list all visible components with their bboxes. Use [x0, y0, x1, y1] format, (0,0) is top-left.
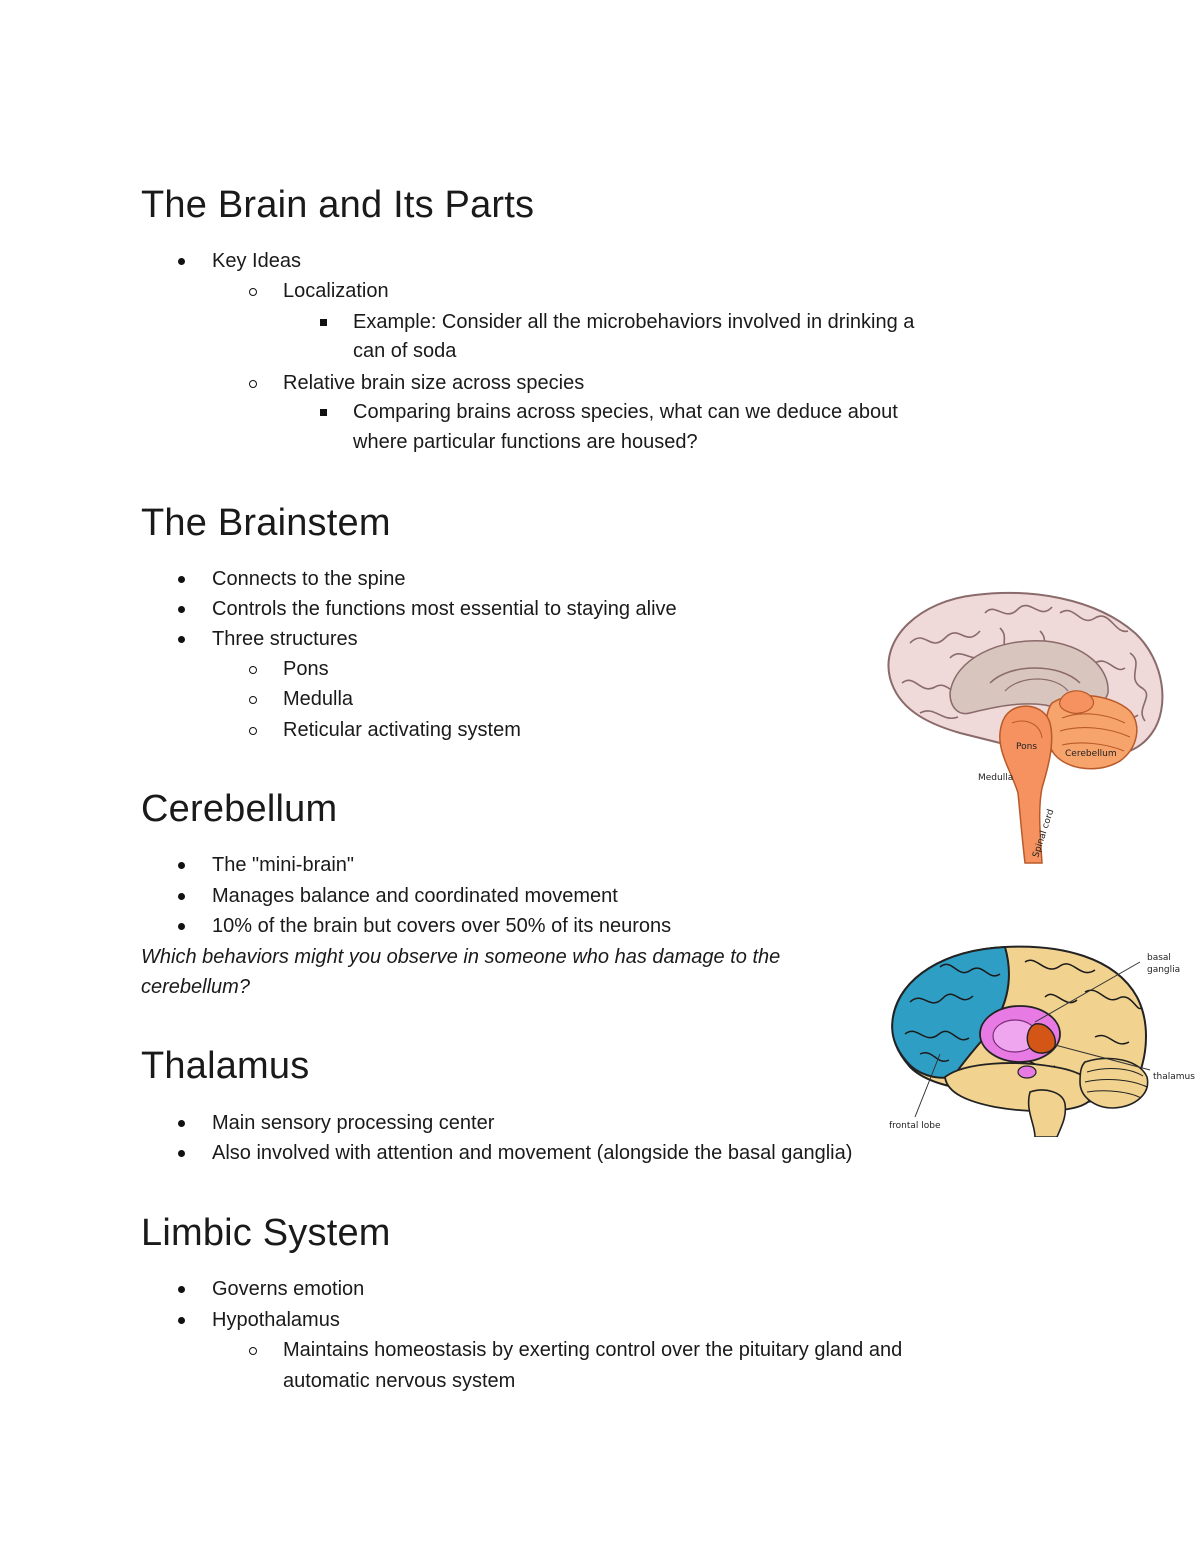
heading-limbic-system: Limbic System — [141, 1212, 391, 1254]
question-line-1: Which behaviors might you observe in som… — [141, 946, 781, 968]
list-item: The "mini-brain" — [177, 854, 355, 876]
list-item-example-cont: can of soda — [353, 340, 457, 362]
list-item-comparing: Comparing brains across species, what ca… — [320, 401, 898, 423]
label-basal: basal — [1147, 953, 1171, 963]
lobes-diagram: basal ganglia thalamus frontal lobe — [889, 945, 1195, 1137]
lobes-diagram-figure: basal ganglia thalamus frontal lobe — [885, 942, 1200, 1137]
list-item: Manages balance and coordinated movement — [178, 885, 618, 907]
label-frontal-lobe: frontal lobe — [889, 1121, 941, 1131]
list-item-comparing-cont: where particular functions are housed? — [353, 431, 698, 453]
list-item-medulla: Medulla — [248, 688, 354, 710]
list-item: Connects to the spine — [177, 568, 406, 590]
label-thalamus: thalamus — [1153, 1072, 1195, 1082]
list-item-relative-size: Relative brain size across species — [248, 372, 585, 394]
list-item: Hypothalamus — [178, 1309, 340, 1331]
list-item-key-ideas: Key Ideas — [178, 250, 301, 272]
label-medulla: Medulla — [978, 773, 1013, 783]
list-item: Main sensory processing center — [177, 1112, 495, 1134]
brainstem-diagram: Pons Medulla Cerebellum Spinal cord — [887, 591, 1164, 864]
list-item: Governs emotion — [177, 1278, 365, 1300]
label-pons: Pons — [1016, 742, 1037, 752]
list-item: Three structures — [178, 628, 358, 650]
heading-cerebellum: Cerebellum — [141, 788, 338, 830]
label-ganglia: ganglia — [1147, 965, 1180, 975]
list-item-localization: Localization — [249, 280, 389, 302]
question-line-2: cerebellum? — [141, 976, 250, 998]
list-item-ras: Reticular activating system — [249, 719, 521, 741]
list-item: 10% of the brain but covers over 50% of … — [177, 915, 672, 937]
brainstem-diagram-figure: Pons Medulla Cerebellum Spinal cord — [880, 583, 1165, 868]
heading-brain-parts: The Brain and Its Parts — [141, 184, 535, 226]
list-item: Controls the functions most essential to… — [178, 598, 677, 620]
heading-brainstem: The Brainstem — [141, 502, 391, 544]
list-item-homeostasis-cont: automatic nervous system — [283, 1370, 516, 1392]
list-item: Also involved with attention and movemen… — [177, 1142, 853, 1164]
list-item-example: Example: Consider all the microbehaviors… — [319, 311, 915, 333]
list-item-homeostasis: Maintains homeostasis by exerting contro… — [248, 1339, 903, 1361]
list-item-pons: Pons — [249, 658, 329, 680]
heading-thalamus: Thalamus — [141, 1045, 310, 1087]
label-cerebellum: Cerebellum — [1065, 749, 1117, 759]
